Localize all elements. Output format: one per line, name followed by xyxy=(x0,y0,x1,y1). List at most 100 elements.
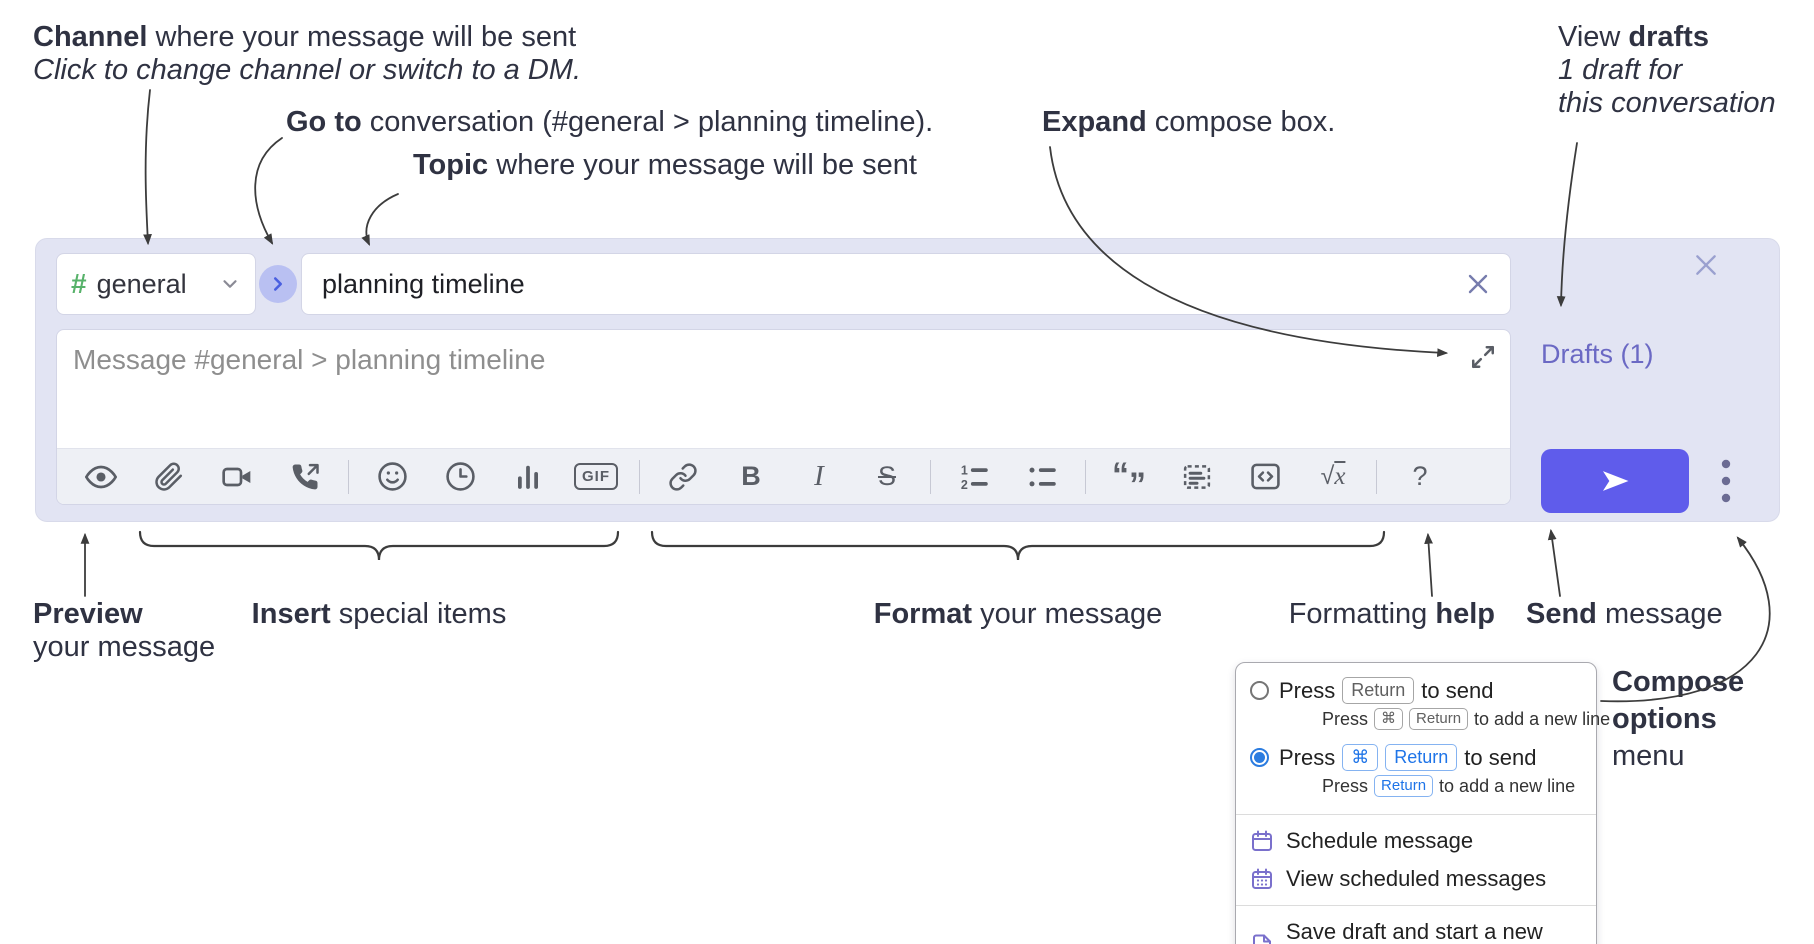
cmd-keycap: ⌘ xyxy=(1342,743,1379,772)
menu-item-schedule-message[interactable]: Schedule message xyxy=(1236,822,1596,860)
spoiler-icon xyxy=(1183,464,1211,489)
file-check-icon xyxy=(1253,934,1271,944)
radio-unselected-icon[interactable] xyxy=(1250,681,1269,700)
annotation-channel-sub: Click to change channel or switch to a D… xyxy=(33,54,582,86)
annotation-channel-bold: Channel xyxy=(33,21,148,53)
strikethrough-button[interactable]: S xyxy=(864,455,910,499)
expand-compose-button[interactable] xyxy=(1468,342,1498,372)
message-formatting-help-button[interactable]: ? xyxy=(1397,455,1443,499)
eye-icon xyxy=(85,465,117,488)
close-icon xyxy=(1468,274,1488,294)
calendar-grid-icon xyxy=(1252,868,1272,889)
toolbar-separator xyxy=(1085,459,1086,494)
math-icon: √x xyxy=(1320,462,1346,490)
smiley-icon xyxy=(377,462,407,491)
chevron-down-icon xyxy=(223,280,237,288)
annotation-expand: Expand compose box. xyxy=(1042,106,1336,138)
clock-icon xyxy=(445,462,475,491)
annotation-format: Format your message xyxy=(873,598,1163,630)
menu-item-save-draft-new-message[interactable]: Save draft and start a new message xyxy=(1236,913,1596,944)
menu-divider xyxy=(1236,813,1596,815)
toolbar-separator xyxy=(930,459,931,494)
compose-toolbar: GIF B I S xyxy=(57,448,1510,504)
topic-input[interactable]: planning timeline xyxy=(301,253,1511,315)
return-keycap: Return xyxy=(1385,743,1458,772)
bulleted-list-icon xyxy=(1029,467,1056,486)
menu-divider xyxy=(1236,904,1596,906)
send-button[interactable] xyxy=(1541,449,1689,513)
bar-chart-icon xyxy=(518,465,538,489)
video-call-button[interactable] xyxy=(214,455,260,499)
phone-outgoing-icon xyxy=(292,463,319,489)
compose-options-menu: Press Return to send Press ⌘ Return to a… xyxy=(1235,662,1610,944)
annotation-channel: Channel where your message will be sent … xyxy=(33,21,582,86)
calendar-icon xyxy=(1252,830,1272,851)
return-keycap: Return xyxy=(1342,677,1415,705)
bold-button[interactable]: B xyxy=(728,455,774,499)
italic-icon: I xyxy=(814,460,824,492)
voice-call-button[interactable] xyxy=(282,455,328,499)
emoji-button[interactable] xyxy=(369,455,415,499)
compose-box: # general planning timeline xyxy=(35,238,1780,522)
cmd-keycap: ⌘ xyxy=(1374,708,1404,730)
quote-icon: “ ” xyxy=(1112,455,1146,504)
attach-file-button[interactable] xyxy=(146,455,192,499)
annotation-send: Send message xyxy=(1526,598,1723,630)
vertical-ellipsis-icon xyxy=(1721,459,1731,503)
time-button[interactable] xyxy=(437,455,483,499)
video-camera-icon xyxy=(222,467,251,486)
message-input[interactable]: Message #general > planning timeline xyxy=(57,330,1510,450)
chevron-right-icon xyxy=(273,277,283,291)
gif-icon: GIF xyxy=(574,463,618,490)
toolbar-separator xyxy=(348,459,349,494)
message-placeholder: Message #general > planning timeline xyxy=(73,344,546,375)
return-keycap: Return xyxy=(1409,708,1469,730)
code-icon xyxy=(1250,463,1280,490)
bulleted-list-button[interactable] xyxy=(1019,455,1065,499)
go-to-conversation-button[interactable] xyxy=(259,265,297,303)
toolbar-separator xyxy=(1376,459,1377,494)
code-button[interactable] xyxy=(1242,455,1288,499)
close-compose-button[interactable] xyxy=(1688,247,1724,283)
svg-text:1: 1 xyxy=(961,463,968,477)
numbered-list-button[interactable]: 1 2 xyxy=(951,455,997,499)
gif-button[interactable]: GIF xyxy=(573,455,619,499)
radio-selected-icon[interactable] xyxy=(1250,747,1269,767)
question-mark-icon: ? xyxy=(1412,461,1428,491)
channel-selector[interactable]: # general xyxy=(56,253,256,315)
strikethrough-icon: S xyxy=(877,461,896,491)
paperclip-icon xyxy=(155,462,183,491)
annotation-preview: Preview your message xyxy=(33,598,216,663)
quote-button[interactable]: “ ” xyxy=(1106,455,1152,504)
send-paper-plane-icon xyxy=(1602,471,1629,491)
send-shortcut-option-return[interactable]: Press Return to send Press ⌘ Return to a… xyxy=(1236,673,1610,740)
message-container: Message #general > planning timeline xyxy=(56,329,1511,505)
channel-name: general xyxy=(96,268,187,299)
toolbar-separator xyxy=(639,459,640,494)
annotation-insert: Insert special items xyxy=(251,598,507,630)
bold-icon: B xyxy=(741,461,761,491)
poll-button[interactable] xyxy=(505,455,551,499)
spoiler-button[interactable] xyxy=(1174,455,1220,499)
return-keycap: Return xyxy=(1374,775,1434,797)
link-button[interactable] xyxy=(660,455,706,499)
link-icon xyxy=(669,462,697,491)
annotation-compose-options: Compose options menu xyxy=(1612,666,1745,772)
close-icon xyxy=(1696,255,1716,275)
annotation-goto: Go to conversation (#general > planning … xyxy=(286,106,934,138)
expand-diagonal-icon xyxy=(1472,346,1494,368)
compose-options-menu-button[interactable] xyxy=(1711,457,1741,505)
preview-button[interactable] xyxy=(78,455,124,499)
annotation-formatting-help: Formatting help xyxy=(1288,598,1495,630)
annotation-view-drafts: View drafts 1 draft for this conversatio… xyxy=(1558,21,1776,119)
drafts-link[interactable]: Drafts (1) xyxy=(1541,339,1654,369)
send-shortcut-option-cmd-return[interactable]: Press ⌘ Return to send Press Return to a… xyxy=(1236,740,1596,807)
italic-button[interactable]: I xyxy=(796,455,842,499)
math-button[interactable]: √x xyxy=(1310,455,1356,499)
svg-text:2: 2 xyxy=(961,477,968,491)
channel-hash-icon: # xyxy=(71,268,87,299)
clear-topic-button[interactable] xyxy=(1466,272,1490,296)
numbered-list-icon: 1 2 xyxy=(961,463,988,491)
menu-item-view-scheduled-messages[interactable]: View scheduled messages xyxy=(1236,860,1596,898)
